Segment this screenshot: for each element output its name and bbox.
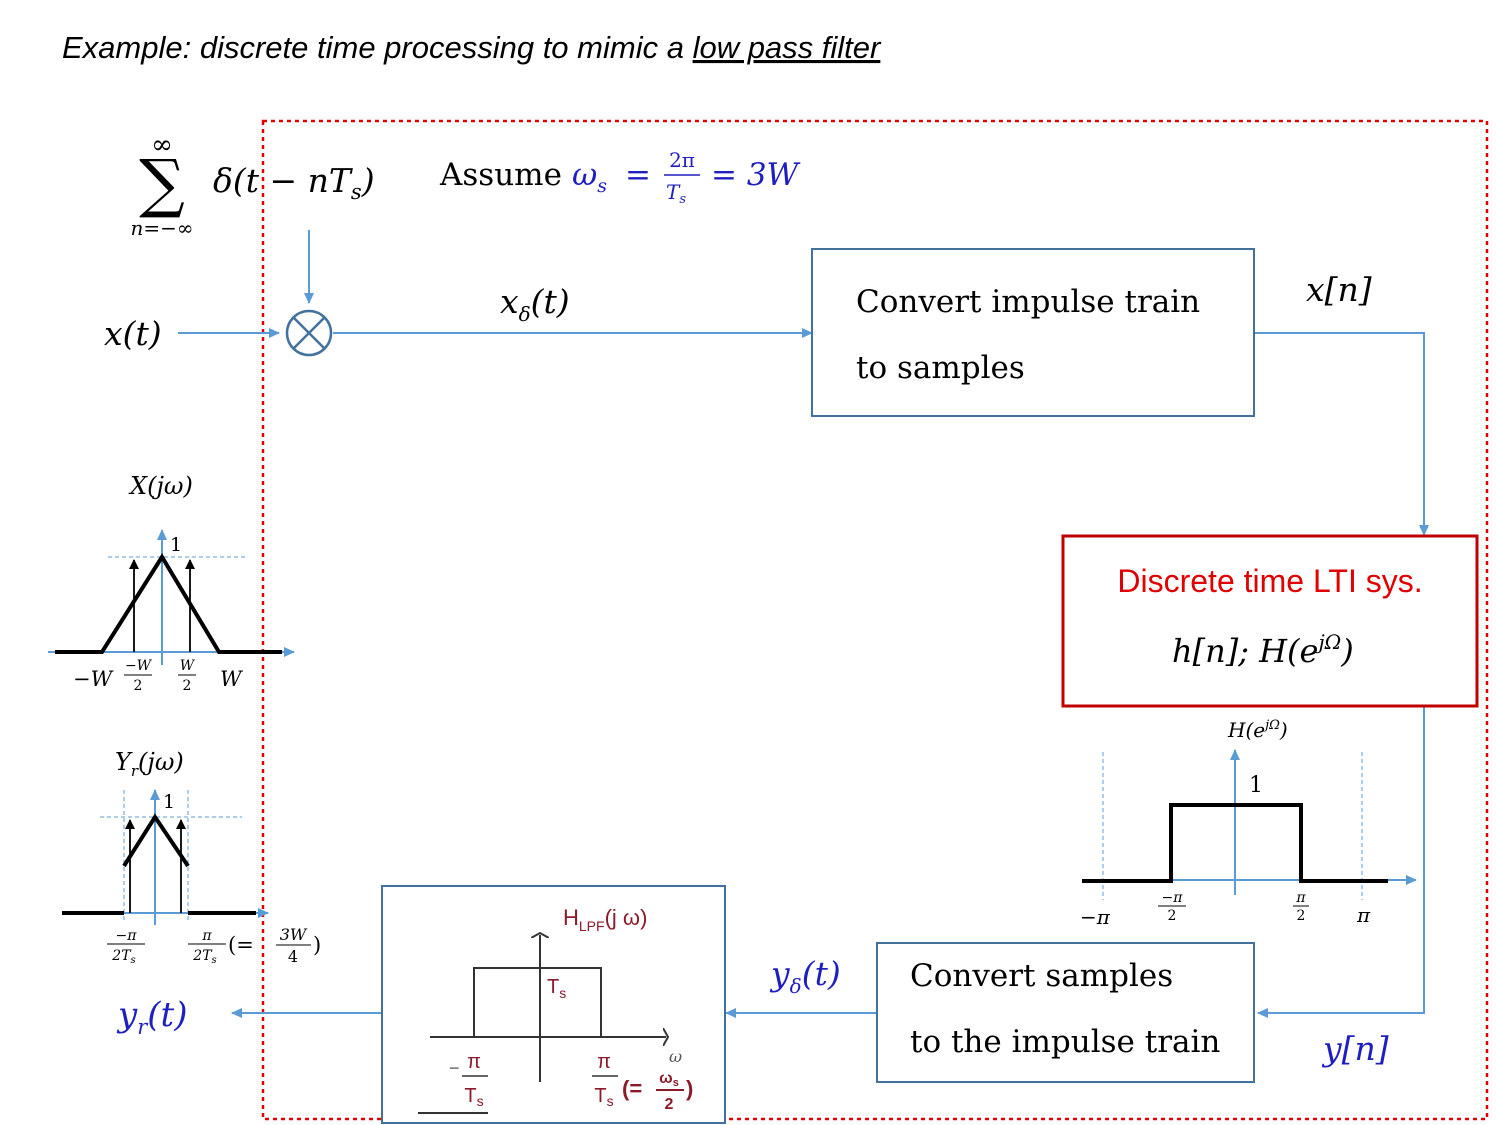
svg-text:Ts: Ts [547,976,566,1001]
svg-text:ωs: ωs [659,1070,679,1089]
svg-text:π: π [1295,890,1306,906]
system-boundary [261,119,1489,1121]
svg-text:2: 2 [183,678,192,694]
svg-text:): ) [686,1076,693,1101]
svg-text:−π: −π [1080,905,1111,929]
svg-text:−π: −π [116,928,138,944]
svg-text:4: 4 [288,947,298,966]
block-line: to the impulse train [910,1024,1220,1060]
svg-text:H(ejΩ): H(ejΩ) [1227,718,1288,742]
spectrum-yr-plot: Yr(jω) 1 −π 2Ts π 2Ts (= 3W 4 ) [62,748,321,966]
svg-text:1: 1 [163,791,175,813]
svg-text:W: W [180,658,196,674]
svg-text:π: π [467,1051,481,1073]
svg-text:=: = [625,157,651,193]
svg-text:): ) [313,933,321,957]
svg-text:2Ts: 2Ts [192,948,216,966]
block-line: Convert samples [910,958,1173,994]
convert-impulse-to-samples-block: Convert impulse train to samples [811,248,1255,417]
block-line: to samples [856,350,1025,386]
svg-text:3W: 3W [280,925,308,944]
svg-text:−π: −π [1162,890,1184,906]
signal-x-n: x[n] [1306,270,1372,309]
signal-y-r: yr(t) [116,995,187,1039]
svg-text:∞: ∞ [151,130,173,160]
svg-text:−: − [449,1058,460,1078]
svg-text:2: 2 [134,678,143,694]
spectrum-x-plot: X(jω) 1 −W −W 2 W 2 W [48,472,295,694]
svg-text:ω: ω [669,1047,682,1066]
multiplier-node [285,309,333,357]
svg-text:(=: (= [622,1076,642,1101]
svg-text:−W: −W [73,667,115,691]
svg-text:2Ts: 2Ts [111,948,135,966]
svg-text:δ(t − nTs): δ(t − nTs) [213,161,375,204]
lpf-sketch-block: HLPF(j ω) Ts ω − π Ts π Ts (= ωs 2 ) [381,885,726,1124]
svg-text:−W: −W [125,658,153,674]
svg-text:π: π [597,1051,611,1073]
svg-text:Ts: Ts [666,180,686,207]
svg-text:2: 2 [665,1096,674,1113]
signal-wires [178,230,1429,1018]
convert-samples-to-impulse-block: Convert samples to the impulse train [876,942,1255,1083]
lti-system-block: Discrete time LTI sys. h[n]; H(ejΩ) [1061,534,1479,708]
signal-y-n: y[n] [1321,1029,1389,1068]
svg-text:2: 2 [1297,908,1306,924]
svg-text:W: W [220,667,244,691]
svg-text:π: π [1356,903,1371,927]
signal-y-delta: yδ(t) [769,954,841,998]
svg-text:2: 2 [1168,908,1177,924]
assumption-text: Assume ωs = 2π Ts = 3W [439,148,801,207]
block-line: Convert impulse train [856,284,1200,320]
svg-text:1: 1 [170,534,182,556]
svg-text:n=−∞: n=−∞ [130,216,193,240]
spectrum-h-plot: H(ejΩ) 1 −π −π 2 π 2 π [1080,718,1417,929]
svg-text:2π: 2π [669,148,695,172]
svg-text:Assume: Assume [439,157,562,193]
impulse-train-expression: ∞ ∑ n=−∞ δ(t − nTs) [130,130,374,240]
svg-text:= 3W: = 3W [711,157,801,193]
signal-x-delta: xδ(t) [500,282,570,326]
svg-text:π: π [201,928,212,944]
spectrum-x-label: X(jω) [128,472,193,500]
svg-text:ωs: ωs [572,157,607,197]
lti-title: Discrete time LTI sys. [1117,563,1422,599]
svg-text:1: 1 [1249,773,1263,798]
svg-text:(=: (= [228,933,254,957]
page-title: Example: discrete time processing to mim… [62,30,882,65]
svg-text:HLPF(j ω): HLPF(j ω) [563,905,647,934]
signal-x-t: x(t) [104,314,162,353]
lti-subtitle: h[n]; H(ejΩ) [1172,630,1354,670]
svg-text:∑: ∑ [139,147,185,221]
svg-text:Ts: Ts [464,1085,483,1109]
svg-text:Ts: Ts [594,1085,613,1109]
svg-text:Yr(jω): Yr(jω) [115,748,184,780]
